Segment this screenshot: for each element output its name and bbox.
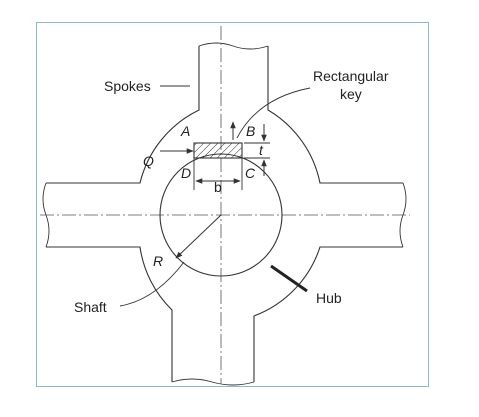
- thickness-t-label: t: [259, 142, 264, 158]
- point-a-label: A: [180, 123, 190, 139]
- point-d-label: D: [181, 165, 191, 181]
- point-c-label: C: [245, 165, 256, 181]
- figure-frame: [36, 22, 429, 387]
- rectangular-key: [193, 142, 243, 159]
- hub-label: Hub: [316, 290, 342, 306]
- key-leader: [236, 87, 311, 139]
- key-label-line1: Rectangular: [313, 68, 389, 84]
- top-spoke-break: [198, 42, 269, 50]
- key-label-line2: key: [340, 86, 362, 102]
- bottom-spoke-break: [171, 378, 255, 386]
- shaft-leader: [119, 261, 185, 307]
- radius-r-label: R: [153, 253, 163, 269]
- point-b-label: B: [246, 123, 255, 139]
- shaft-label: Shaft: [74, 299, 107, 315]
- radius-line: [175, 214, 222, 259]
- force-q-label: Q: [143, 153, 154, 169]
- width-b-label: b: [214, 179, 222, 195]
- hub-outline: [46, 46, 403, 382]
- hub-leader: [270, 264, 308, 293]
- spokes-label: Spokes: [104, 78, 151, 94]
